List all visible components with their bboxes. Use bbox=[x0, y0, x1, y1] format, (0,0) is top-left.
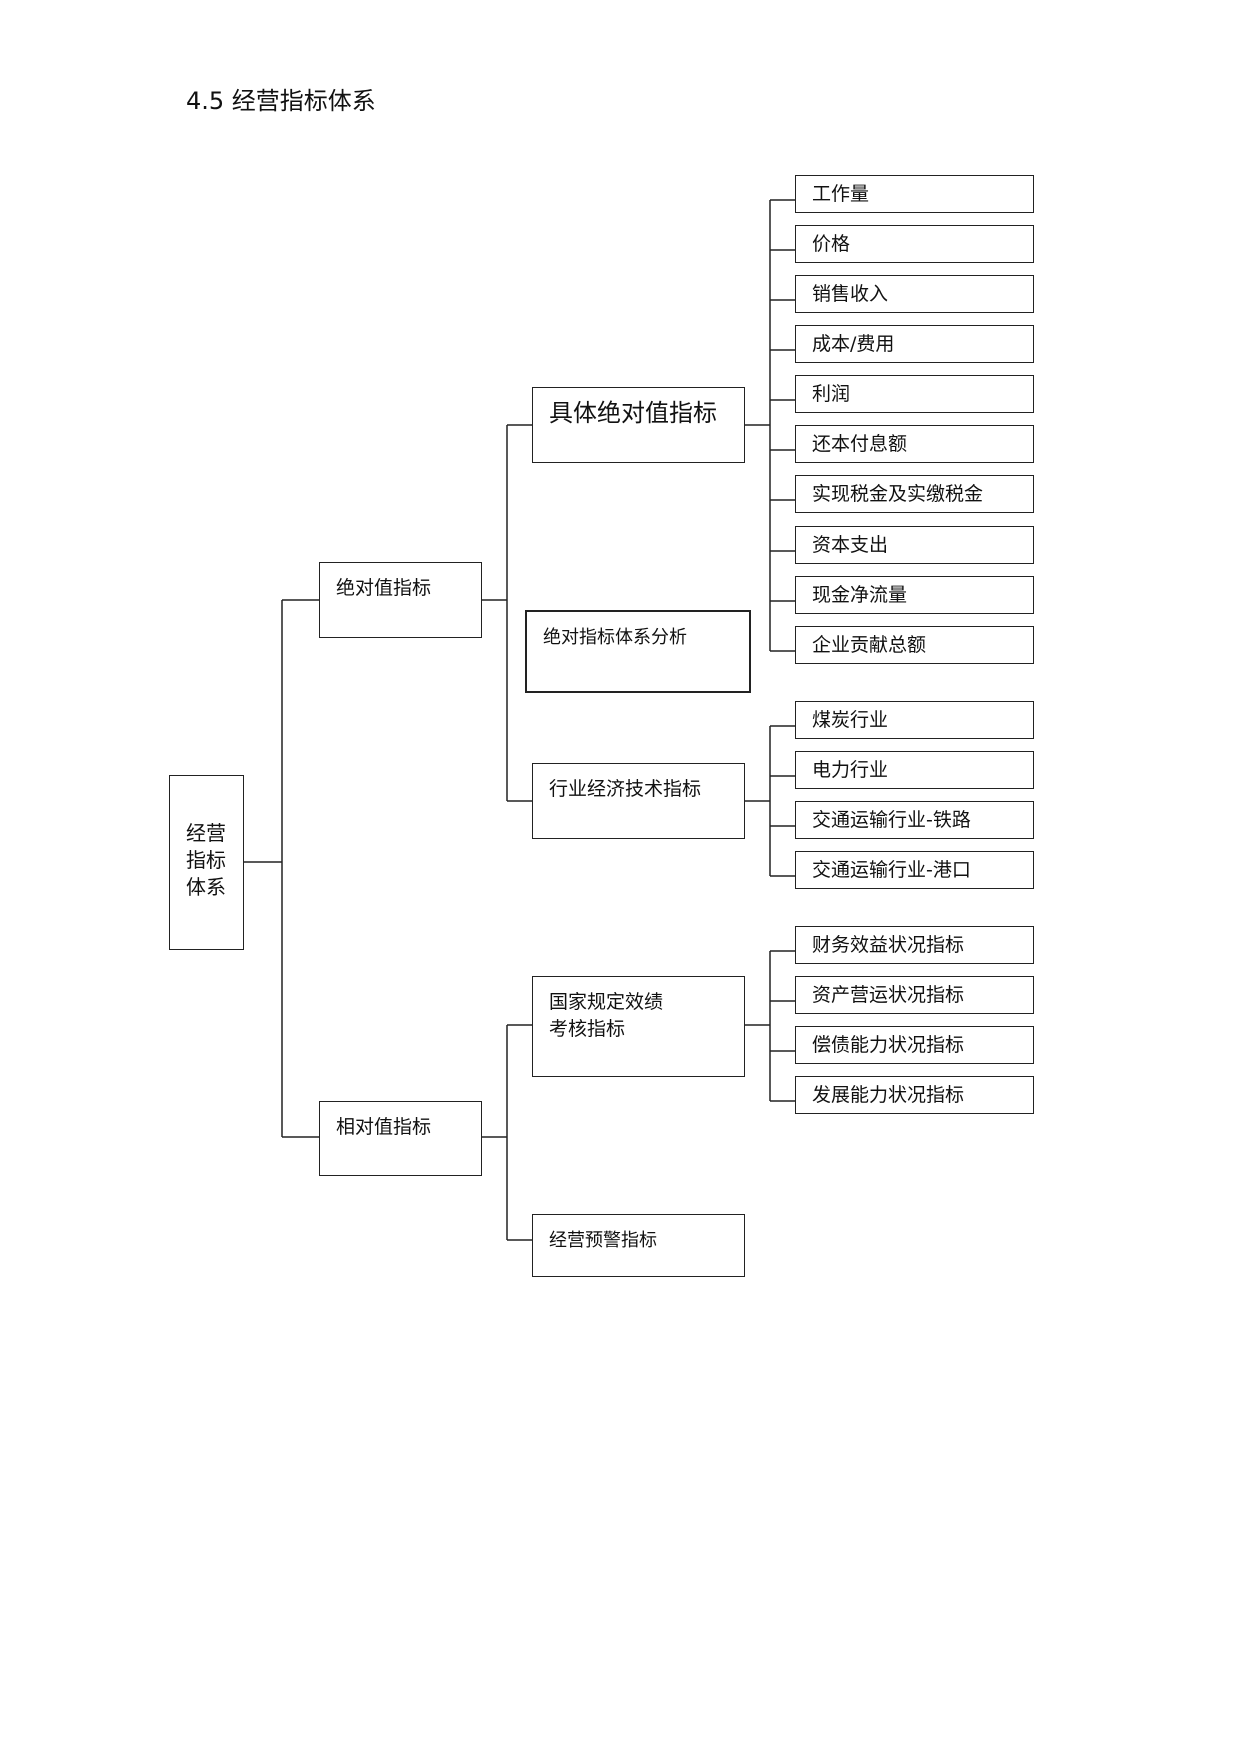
leaf-item: 销售收入 bbox=[795, 275, 1034, 313]
leaf-item-label: 工作量 bbox=[812, 183, 870, 205]
leaf-item-label: 电力行业 bbox=[812, 759, 889, 781]
leaf-item-label: 煤炭行业 bbox=[812, 709, 889, 731]
leaf-item: 成本/费用 bbox=[795, 325, 1034, 363]
warning-node: 经营预警指标 bbox=[532, 1214, 745, 1277]
leaf-item: 偿债能力状况指标 bbox=[795, 1026, 1034, 1064]
leaf-item: 资本支出 bbox=[795, 526, 1034, 564]
leaf-item-label: 资本支出 bbox=[812, 534, 889, 556]
relative-value-label: 相对值指标 bbox=[336, 1116, 432, 1138]
leaf-item: 价格 bbox=[795, 225, 1034, 263]
leaf-item-label: 资产营运状况指标 bbox=[812, 984, 965, 1006]
page-title: 4.5 经营指标体系 bbox=[186, 87, 376, 115]
leaf-item: 企业贡献总额 bbox=[795, 626, 1034, 664]
leaf-item-label: 偿债能力状况指标 bbox=[812, 1034, 965, 1056]
relative-value-node: 相对值指标 bbox=[319, 1101, 482, 1176]
industry-tech-node: 行业经济技术指标 bbox=[532, 763, 745, 839]
leaf-item-label: 实现税金及实缴税金 bbox=[812, 483, 984, 505]
leaf-item-label: 交通运输行业-港口 bbox=[812, 859, 971, 881]
leaf-item: 还本付息额 bbox=[795, 425, 1034, 463]
leaf-item-label: 交通运输行业-铁路 bbox=[812, 809, 971, 831]
absolute-value-label: 绝对值指标 bbox=[336, 577, 432, 599]
absolute-value-node: 绝对值指标 bbox=[319, 562, 482, 638]
national-performance-node: 国家规定效绩 考核指标 bbox=[532, 976, 745, 1077]
absolute-analysis-node: 绝对指标体系分析 bbox=[525, 610, 751, 693]
leaf-item-label: 利润 bbox=[812, 383, 851, 405]
leaf-item: 工作量 bbox=[795, 175, 1034, 213]
leaf-item-label: 还本付息额 bbox=[812, 433, 908, 455]
leaf-item: 交通运输行业-港口 bbox=[795, 851, 1034, 889]
leaf-item-label: 价格 bbox=[812, 233, 851, 255]
leaf-item-label: 现金净流量 bbox=[812, 584, 908, 606]
leaf-item-label: 发展能力状况指标 bbox=[812, 1084, 965, 1106]
leaf-item: 财务效益状况指标 bbox=[795, 926, 1034, 964]
national-performance-label: 国家规定效绩 考核指标 bbox=[549, 991, 664, 1040]
industry-tech-label: 行业经济技术指标 bbox=[549, 778, 702, 800]
leaf-item: 利润 bbox=[795, 375, 1034, 413]
leaf-item: 电力行业 bbox=[795, 751, 1034, 789]
specific-absolute-node: 具体绝对值指标 bbox=[532, 387, 745, 463]
specific-absolute-label: 具体绝对值指标 bbox=[549, 399, 717, 427]
leaf-item: 现金净流量 bbox=[795, 576, 1034, 614]
leaf-item-label: 成本/费用 bbox=[812, 333, 895, 355]
leaf-item: 煤炭行业 bbox=[795, 701, 1034, 739]
leaf-item-label: 销售收入 bbox=[812, 283, 889, 305]
leaf-item: 发展能力状况指标 bbox=[795, 1076, 1034, 1114]
leaf-item: 交通运输行业-铁路 bbox=[795, 801, 1034, 839]
leaf-item-label: 企业贡献总额 bbox=[812, 634, 927, 656]
leaf-item-label: 财务效益状况指标 bbox=[812, 934, 965, 956]
absolute-analysis-label: 绝对指标体系分析 bbox=[543, 627, 687, 648]
root-node-label: 经营 指标 体系 bbox=[186, 821, 226, 899]
leaf-item: 实现税金及实缴税金 bbox=[795, 475, 1034, 513]
warning-label: 经营预警指标 bbox=[549, 1230, 657, 1251]
root-node: 经营 指标 体系 bbox=[169, 775, 244, 950]
leaf-item: 资产营运状况指标 bbox=[795, 976, 1034, 1014]
